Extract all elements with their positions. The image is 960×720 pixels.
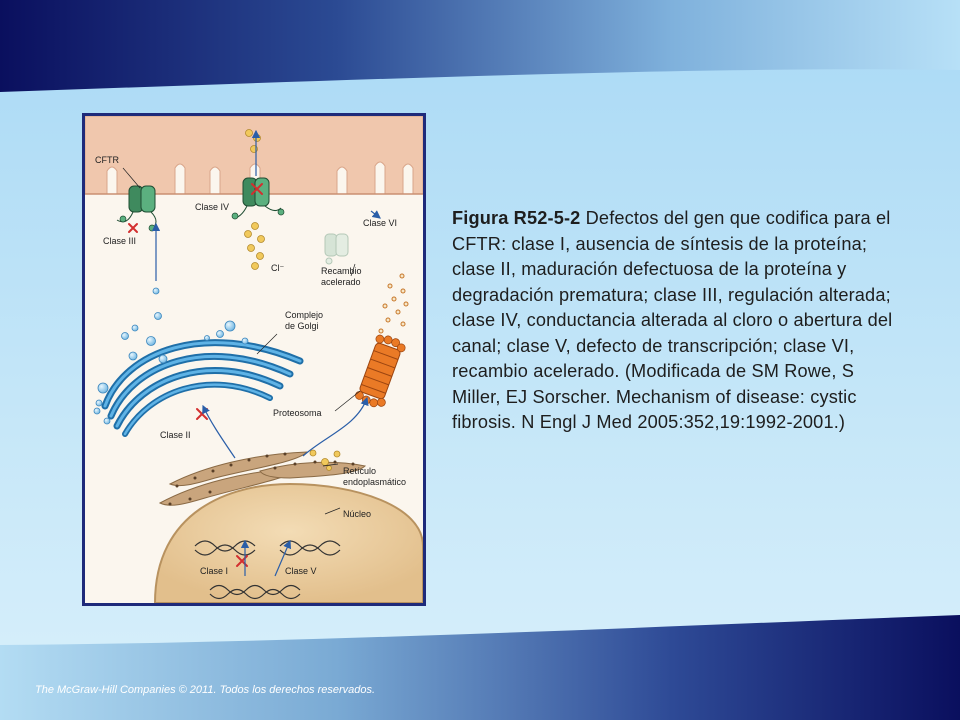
endoplasmic-reticulum (158, 451, 367, 506)
golgi-complex (101, 339, 304, 437)
misfolded-protein-vesicles (309, 449, 341, 471)
caption-text: Defectos del gen que codifica para el CF… (452, 208, 893, 432)
bottom-decorative-band (0, 615, 960, 720)
label-nucleo: Núcleo (343, 509, 371, 519)
label-acelerado: acelerado (321, 277, 361, 287)
label-proteosoma: Proteosoma (273, 408, 322, 418)
label-clase-vi: Clase VI (363, 218, 397, 228)
label-reticulo: Retículo (343, 466, 376, 476)
cftr-channel-class-vi (324, 233, 349, 265)
transport-vesicles (93, 287, 249, 425)
label-de-golgi: de Golgi (285, 321, 319, 331)
label-clase-iii: Clase III (103, 236, 136, 246)
label-leader-lines (122, 167, 361, 515)
pathway-arrows (151, 129, 381, 577)
figure-caption: Figura R52-5-2 Defectos del gen que codi… (452, 206, 907, 436)
degradation-fragments (378, 273, 409, 334)
cftr-defect-figure: CFTR Clase III Clase IV Clase VI Cl⁻ Rec… (82, 113, 426, 606)
caption-title: Figura R52-5-2 (452, 208, 581, 228)
label-recambio: Recambio (321, 266, 362, 276)
cell-diagram: CFTR Clase III Clase IV Clase VI Cl⁻ Rec… (85, 116, 423, 603)
label-clase-i: Clase I (200, 566, 228, 576)
label-clase-ii: Clase II (160, 430, 191, 440)
label-complejo: Complejo (285, 310, 323, 320)
copyright-footer: The McGraw-Hill Companies © 2011. Todos … (35, 684, 376, 696)
label-clase-iv: Clase IV (195, 202, 229, 212)
top-decorative-band (0, 0, 960, 92)
label-cftr: CFTR (95, 155, 119, 165)
label-endoplasmatico: endoplasmático (343, 477, 406, 487)
label-chloride: Cl⁻ (271, 263, 284, 273)
cftr-channel-class-iii (116, 185, 157, 232)
label-clase-v: Clase V (285, 566, 317, 576)
